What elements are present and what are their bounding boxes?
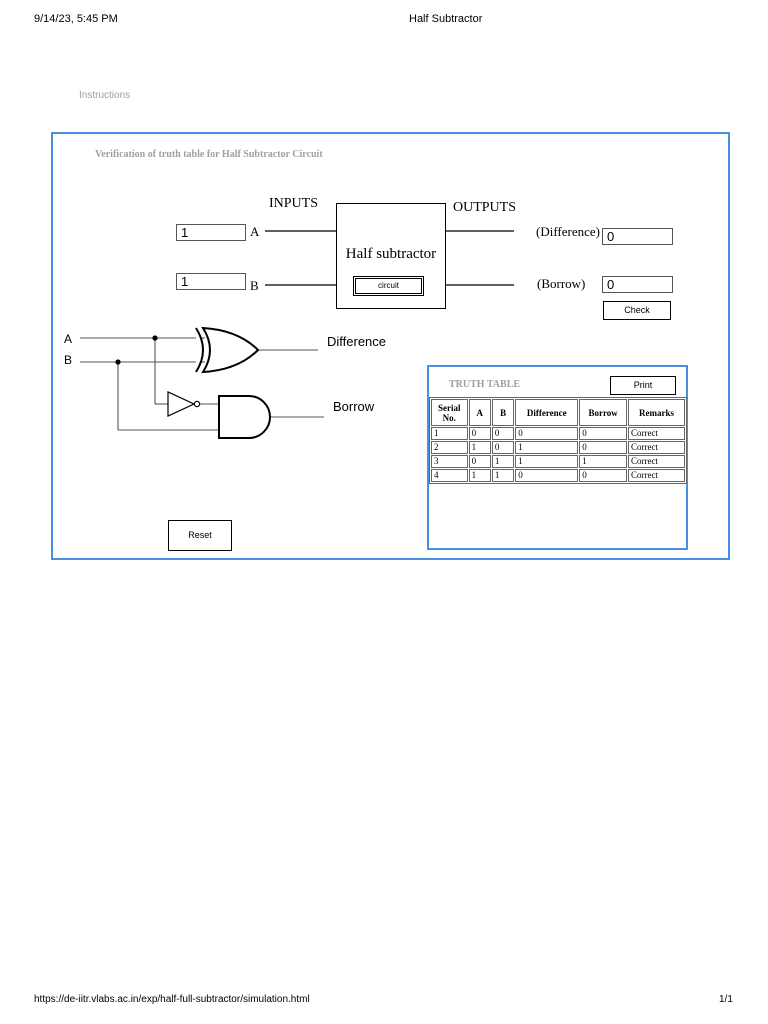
cell-serial: 4 — [431, 469, 468, 482]
simulator-panel — [51, 132, 730, 560]
cell-b: 0 — [491, 427, 515, 440]
simulator-title: Verification of truth table for Half Sub… — [95, 149, 323, 160]
print-footer-url: https://de-iitr.vlabs.ac.in/exp/half-ful… — [34, 994, 310, 1005]
truth-table-panel — [427, 365, 688, 550]
truth-table-header-row: Serial No. A B Difference Borrow Remarks — [431, 399, 685, 426]
cell-borrow: 1 — [579, 455, 628, 468]
cell-borrow: 0 — [579, 441, 628, 454]
circuit-diagram — [80, 326, 324, 439]
print-button[interactable]: Print — [610, 376, 676, 395]
truth-table-title: TRUTH TABLE — [449, 379, 521, 390]
half-subtractor-label: Half subtractor — [345, 246, 437, 262]
cell-remarks: Correct — [628, 427, 685, 440]
not-gate-icon — [167, 391, 201, 417]
instructions-link[interactable]: Instructions — [79, 90, 131, 101]
print-title: Half Subtractor — [409, 13, 483, 25]
input-b-label: B — [250, 278, 259, 293]
outputs-label: OUTPUTS — [453, 200, 517, 215]
borrow-output-field[interactable]: 0 — [602, 276, 673, 293]
cell-a: 1 — [468, 469, 491, 482]
cell-serial: 3 — [431, 455, 468, 468]
cell-difference: 1 — [515, 441, 579, 454]
col-header-borrow: Borrow — [579, 399, 628, 426]
reset-button[interactable]: Reset — [168, 520, 232, 551]
col-header-a: A — [468, 399, 491, 426]
and-gate-icon — [218, 395, 271, 439]
truth-table: Serial No. A B Difference Borrow Remarks… — [429, 397, 687, 484]
print-footer-page: 1/1 — [719, 994, 733, 1005]
cell-a: 0 — [468, 427, 491, 440]
check-button[interactable]: Check — [603, 301, 671, 320]
cell-difference: 1 — [515, 455, 579, 468]
cell-difference: 0 — [515, 427, 579, 440]
cell-serial: 1 — [431, 427, 468, 440]
cell-b: 1 — [491, 469, 515, 482]
table-row: 2 1 0 1 0 Correct — [431, 441, 685, 454]
circuit-button[interactable]: circuit — [353, 276, 424, 296]
table-row: 3 0 1 1 1 Correct — [431, 455, 685, 468]
cell-serial: 2 — [431, 441, 468, 454]
difference-label: (Difference) — [536, 224, 600, 239]
xor-gate-icon — [195, 326, 260, 374]
input-a-field[interactable]: 1 — [176, 224, 246, 241]
cell-difference: 0 — [515, 469, 579, 482]
junction-b — [115, 359, 121, 365]
circuit-button-label: circuit — [355, 278, 422, 294]
table-row: 1 0 0 0 0 Correct — [431, 427, 685, 440]
col-header-remarks: Remarks — [628, 399, 685, 426]
diagram-label-difference: Difference — [327, 334, 387, 349]
col-header-serial: Serial No. — [431, 399, 468, 426]
cell-b: 1 — [491, 455, 515, 468]
col-header-b: B — [491, 399, 515, 426]
junction-a — [152, 335, 158, 341]
diagram-label-a: A — [64, 332, 73, 346]
difference-output-field[interactable]: 0 — [602, 228, 673, 245]
block-wires — [265, 230, 514, 286]
inputs-label: INPUTS — [269, 196, 319, 211]
cell-a: 1 — [468, 441, 491, 454]
cell-remarks: Correct — [628, 469, 685, 482]
borrow-label: (Borrow) — [537, 276, 586, 291]
cell-borrow: 0 — [579, 427, 628, 440]
cell-borrow: 0 — [579, 469, 628, 482]
input-b-field[interactable]: 1 — [176, 273, 246, 290]
cell-remarks: Correct — [628, 441, 685, 454]
cell-a: 0 — [468, 455, 491, 468]
diagram-label-b: B — [64, 353, 73, 367]
input-a-label: A — [250, 224, 260, 239]
table-row: 4 1 1 0 0 Correct — [431, 469, 685, 482]
print-datetime: 9/14/23, 5:45 PM — [34, 13, 118, 25]
col-header-difference: Difference — [515, 399, 579, 426]
cell-remarks: Correct — [628, 455, 685, 468]
cell-b: 0 — [491, 441, 515, 454]
diagram-label-borrow: Borrow — [333, 399, 375, 414]
